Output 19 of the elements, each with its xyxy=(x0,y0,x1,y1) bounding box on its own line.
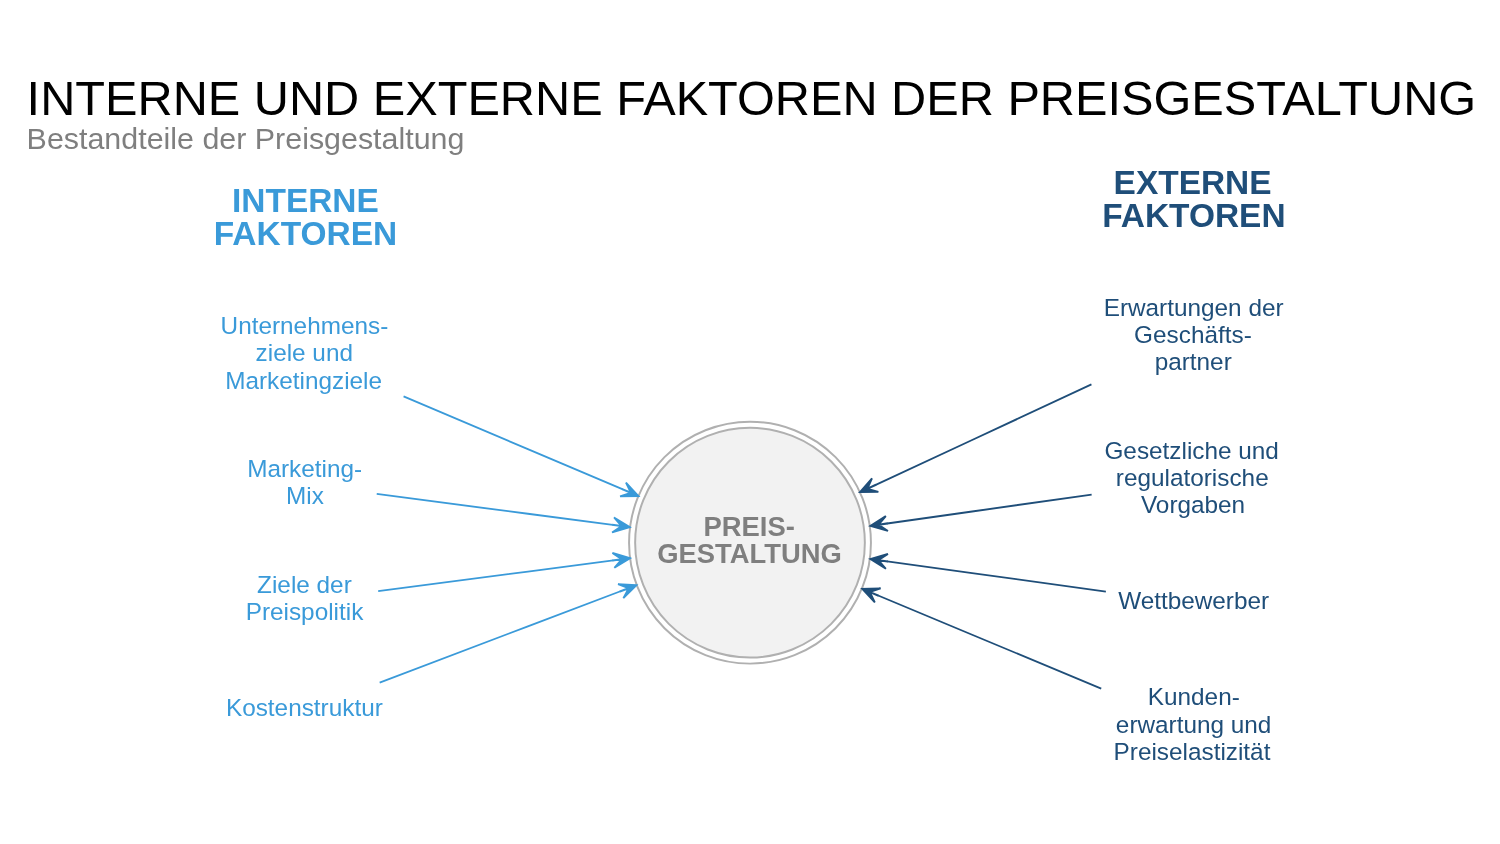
node-text: Ziele der Preispolitik xyxy=(245,570,364,625)
arrow xyxy=(375,492,631,533)
node-text: Marketing- Mix xyxy=(247,454,363,509)
arrow xyxy=(869,493,1093,532)
label: INTERNE FAKTOREN xyxy=(213,181,398,252)
node-circle: PREIS- GESTALTUNG xyxy=(628,420,872,665)
node-text: Unternehmens- ziele und Marketingziele xyxy=(220,311,389,394)
node-text: Erwartungen der Geschäfts- partner xyxy=(1103,293,1284,375)
arrow xyxy=(377,551,631,592)
arrow xyxy=(869,552,1107,592)
node-text: Gesetzliche und regulatorische Vorgaben xyxy=(1104,436,1279,518)
label: EXTERNE FAKTOREN xyxy=(1102,163,1286,234)
arrow xyxy=(402,394,640,497)
node-text: Kunden- erwartung und Preiselastizität xyxy=(1113,682,1272,765)
arrow xyxy=(859,383,1093,493)
arrow xyxy=(378,582,638,683)
node-text: Kostenstruktur xyxy=(225,693,383,721)
arrow xyxy=(861,586,1103,689)
node-text: Wettbewerber xyxy=(1118,586,1270,614)
